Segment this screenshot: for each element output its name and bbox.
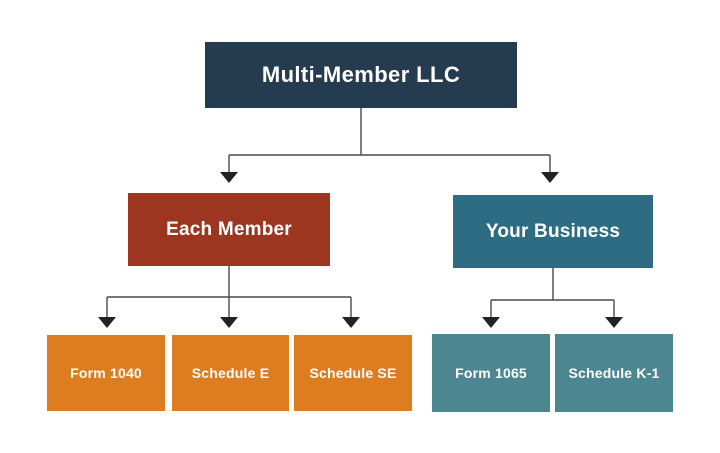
node-your-business: Your Business [453,195,653,268]
node-form-1040: Form 1040 [47,335,165,411]
arrow-down-icon [342,317,360,328]
node-schedule-k1: Schedule K-1 [555,334,673,412]
node-multi-member-llc-label: Multi-Member LLC [261,62,461,87]
arrow-down-icon [98,317,116,328]
arrow-down-icon [220,172,238,183]
node-schedule-se: Schedule SE [294,335,412,411]
arrow-down-icon [220,317,238,328]
node-schedule-k1-label: Schedule K-1 [568,365,660,381]
node-form-1065-label: Form 1065 [455,365,527,381]
arrow-down-icon [482,317,500,328]
node-schedule-e: Schedule E [172,335,289,411]
arrow-down-icon [541,172,559,183]
node-schedule-se-label: Schedule SE [309,365,397,381]
arrow-down-icon [605,317,623,328]
node-form-1065: Form 1065 [432,334,550,412]
node-each-member-label: Each Member [166,218,292,240]
node-multi-member-llc: Multi-Member LLC [205,42,517,108]
node-your-business-label: Your Business [485,220,621,242]
node-each-member: Each Member [128,193,330,266]
node-schedule-e-label: Schedule E [191,365,270,381]
node-form-1040-label: Form 1040 [70,365,142,381]
